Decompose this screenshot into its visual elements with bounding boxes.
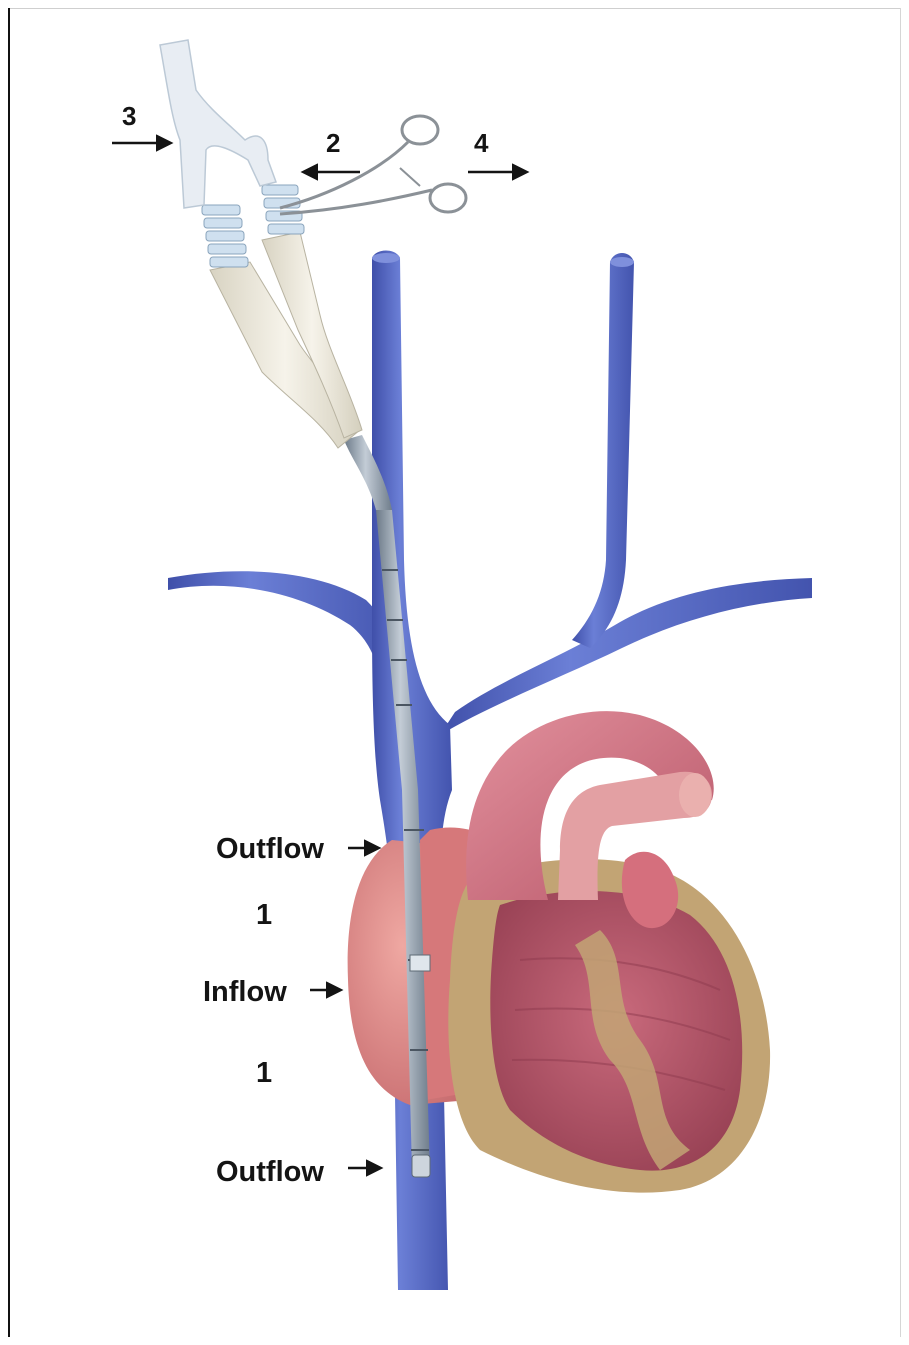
clamp-ratchet: [400, 168, 420, 186]
step-label-3: 3: [122, 101, 136, 131]
left-threaded-fitting: [202, 205, 248, 267]
right-jugular-vein: [572, 253, 634, 648]
gap-top-label: 1: [256, 899, 272, 931]
step-label-4: 4: [474, 128, 489, 158]
clamp-upper-ring: [402, 116, 438, 144]
hemostat-clamp: [280, 116, 466, 214]
y-connector: [160, 40, 362, 448]
outflow-top-label: Outflow: [216, 833, 324, 865]
step-label-2: 2: [326, 128, 340, 158]
right-brachiocephalic-vein: [440, 578, 812, 735]
outflow-bottom-label: Outflow: [216, 1156, 324, 1188]
clear-y-piece: [160, 40, 276, 208]
clamp-lower-ring: [430, 184, 466, 212]
catheter-tip: [412, 1155, 430, 1177]
inflow-label: Inflow: [203, 976, 287, 1008]
inflow-port: [410, 955, 430, 971]
gap-bottom-label: 1: [256, 1057, 272, 1089]
right-threaded-fitting: [262, 185, 304, 234]
left-brachiocephalic-vein: [168, 571, 404, 700]
